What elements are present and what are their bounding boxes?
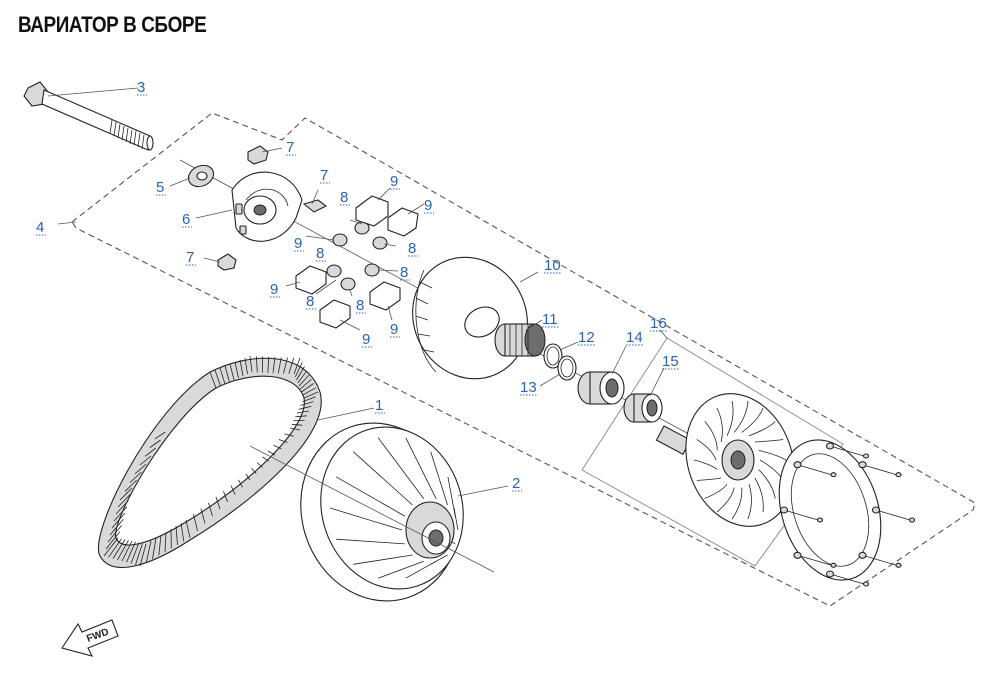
callout-8b: 8 — [316, 245, 324, 262]
sheave-fin — [704, 421, 718, 451]
part-7-slider-c — [217, 253, 237, 271]
sheave-fin — [758, 450, 787, 461]
callout-12: 12 — [578, 329, 595, 346]
sheave-fin — [754, 477, 764, 513]
sheave-fin — [754, 439, 784, 443]
part-11-sleeve — [494, 323, 546, 357]
part-3-bolt — [23, 81, 154, 151]
cover-bolt-icon — [793, 461, 837, 478]
callout-11: 11 — [542, 311, 558, 328]
callout-8c: 8 — [408, 240, 416, 257]
callout-14: 14 — [626, 329, 643, 346]
callout-13: 13 — [520, 379, 537, 396]
driven-fin — [447, 476, 456, 517]
part-7-slider-b — [302, 199, 328, 213]
callout-9f: 9 — [390, 321, 398, 338]
sheave-fin — [726, 400, 734, 436]
callout-2: 2 — [512, 475, 520, 492]
callout-5: 5 — [156, 179, 164, 196]
callout-9e: 9 — [362, 331, 370, 348]
part-9-weights — [295, 195, 419, 329]
callout-1: 1 — [375, 397, 383, 414]
cover-plate-with-bolts — [778, 439, 916, 587]
callout-6: 6 — [182, 211, 190, 228]
part-6-ramp-plate — [231, 171, 303, 242]
callout-8a: 8 — [340, 189, 348, 206]
driven-fin — [405, 560, 437, 579]
sheave-fin — [741, 407, 764, 433]
callout-9b: 9 — [424, 197, 432, 214]
callout-4: 4 — [36, 219, 44, 236]
callout-9d: 9 — [270, 281, 278, 298]
sheave-fin — [747, 484, 752, 520]
driven-fin — [353, 451, 413, 506]
callout-10: 10 — [544, 257, 561, 274]
part-2-driven-clutch — [300, 422, 464, 602]
callout-7c: 7 — [186, 249, 194, 266]
sheave-fin — [716, 487, 735, 513]
driven-axis-line — [249, 445, 495, 573]
sheave-fin — [696, 439, 717, 461]
part-14-bearing — [577, 371, 625, 405]
part-7-slider-a — [247, 145, 269, 165]
callout-15: 15 — [662, 353, 679, 370]
cover-bolt-icon — [871, 506, 916, 523]
cover-bolt-icon — [779, 506, 824, 523]
sheave-fin — [748, 421, 776, 437]
callout-8d: 8 — [400, 264, 408, 281]
callout-8f: 8 — [356, 297, 364, 314]
driven-fin — [430, 451, 448, 506]
part-13-ring — [557, 355, 577, 381]
driven-fin — [377, 437, 425, 500]
callout-9c: 9 — [294, 235, 302, 252]
part-10-movable-sheave — [412, 256, 528, 380]
part-8-rollers — [326, 221, 388, 291]
callouts: 3 4 5 6 7 7 7 8 8 8 8 8 8 9 9 9 9 9 9 — [36, 79, 680, 492]
leader-lines — [47, 87, 668, 497]
assembly-boundary — [71, 112, 976, 607]
driven-fin — [329, 507, 403, 531]
sheave-fin — [731, 487, 743, 520]
driven-fin — [378, 560, 424, 579]
part-5-nut — [187, 164, 215, 188]
fixed-sheave-with-fins — [655, 393, 795, 527]
cover-bolt-icon — [825, 442, 870, 459]
callout-16: 16 — [650, 315, 667, 332]
driven-fin — [336, 538, 405, 545]
callout-7b: 7 — [320, 167, 328, 184]
callout-8e: 8 — [306, 293, 314, 310]
driven-fin — [405, 437, 437, 499]
cover-bolt-icon — [825, 570, 870, 587]
sheave-fin — [696, 477, 722, 481]
driven-fin — [335, 476, 405, 517]
driven-fin — [353, 554, 413, 565]
part-15-bearing — [623, 393, 663, 423]
cover-bolt-icon — [858, 551, 902, 568]
fwd-arrow-icon: FWD — [61, 619, 119, 657]
page-title: ВАРИАТОР В СБОРЕ — [18, 12, 207, 37]
sheave-fin — [716, 407, 723, 443]
callout-3: 3 — [137, 79, 145, 96]
part-12-ring — [543, 343, 563, 369]
sheave-fin — [758, 469, 776, 499]
cover-bolt-icon — [858, 461, 902, 478]
cover-bolt-icon — [793, 551, 837, 568]
callout-7a: 7 — [286, 139, 294, 156]
part-1-drive-belt — [98, 355, 322, 569]
sheave-fin — [693, 459, 718, 470]
callout-9a: 9 — [390, 173, 398, 190]
sheave-fin — [704, 483, 728, 499]
subassembly-16-box — [581, 337, 844, 567]
sheave-fin — [733, 400, 749, 433]
